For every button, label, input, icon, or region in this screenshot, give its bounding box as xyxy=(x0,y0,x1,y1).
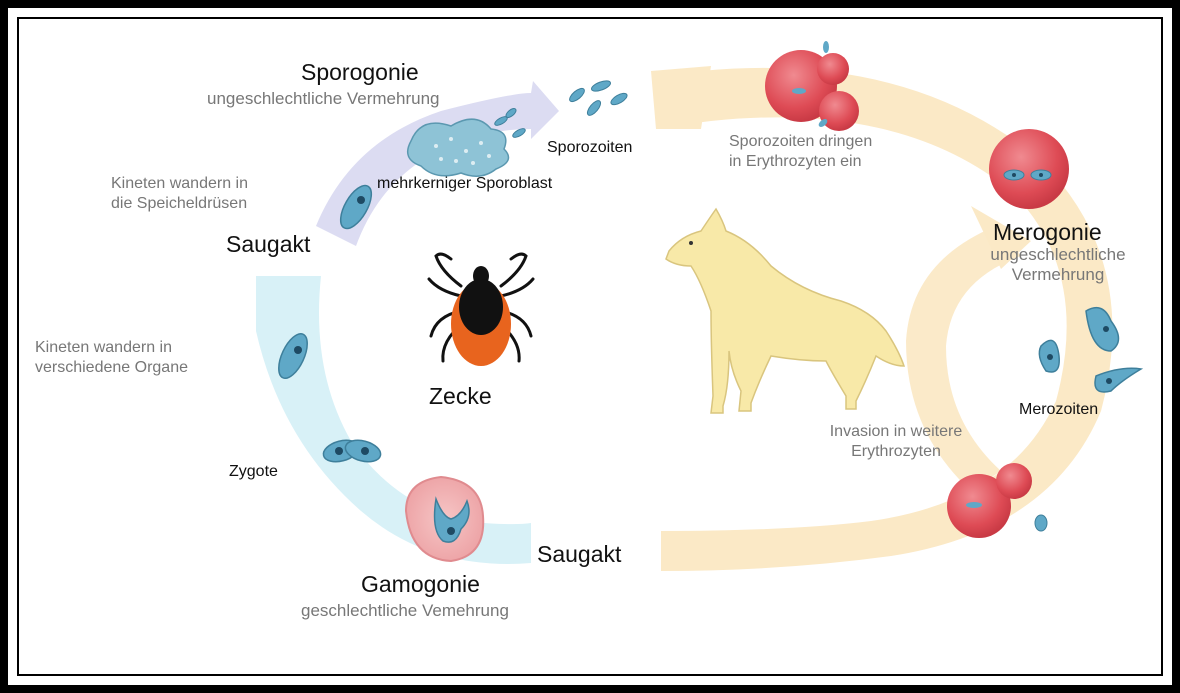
label-kineten-speichel-1: Kineten wandern in xyxy=(111,175,248,193)
label-sporozoiten-dringen-1: Sporozoiten dringen xyxy=(729,133,872,151)
label-merogonie-sub-1: ungeschlechtliche xyxy=(973,245,1143,265)
label-sporoblast: mehrkerniger Sporoblast xyxy=(377,175,552,193)
dog-illustration xyxy=(666,209,904,413)
life-cycle-artwork xyxy=(11,11,1169,682)
label-merogonie: Merogonie xyxy=(993,219,1102,245)
sporozoite-cells xyxy=(568,79,629,118)
label-saugakt-bottom: Saugakt xyxy=(537,541,621,567)
tick-illustration xyxy=(429,254,533,366)
label-invasion-1: Invasion in weitere xyxy=(801,423,991,441)
label-sporogonie-sub: ungeschlechtliche Vermehrung xyxy=(207,89,439,109)
label-gamogonie-sub: geschlechtliche Vemehrung xyxy=(301,601,509,621)
label-zygote: Zygote xyxy=(229,463,278,481)
label-merozoiten: Merozoiten xyxy=(1019,401,1098,419)
label-gamogonie: Gamogonie xyxy=(361,571,480,597)
label-kineten-speichel-2: die Speicheldrüsen xyxy=(111,195,247,213)
label-sporogonie: Sporogonie xyxy=(301,59,419,85)
erythrocyte-merogony xyxy=(989,129,1069,209)
label-zecke: Zecke xyxy=(429,383,492,409)
gamont-cell xyxy=(406,477,483,561)
diagram-canvas: Sporogonie ungeschlechtliche Vermehrung … xyxy=(8,8,1172,685)
label-sporozoiten: Sporozoiten xyxy=(547,139,632,157)
label-kineten-organe-1: Kineten wandern in xyxy=(35,339,172,357)
label-saugakt-top: Saugakt xyxy=(226,231,310,257)
label-sporozoiten-dringen-2: in Erythrozyten ein xyxy=(729,153,862,171)
label-invasion-2: Erythrozyten xyxy=(801,443,991,461)
label-merogonie-sub-2: Vermehrung xyxy=(973,265,1143,285)
label-kineten-organe-2: verschiedene Organe xyxy=(35,359,188,377)
